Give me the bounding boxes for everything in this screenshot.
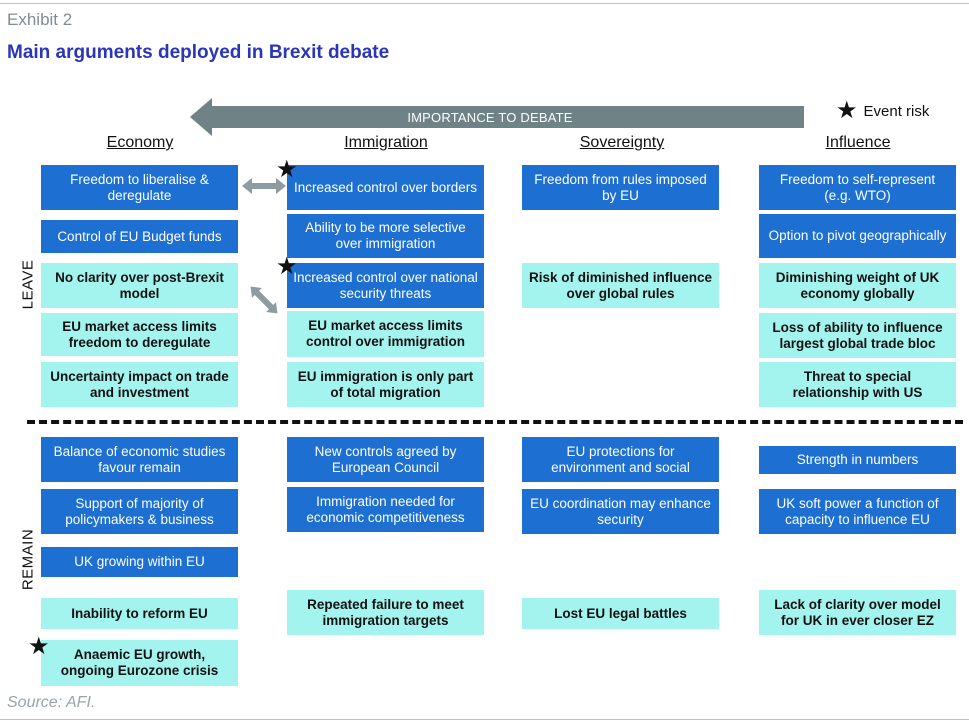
category-economy: Economy [106, 134, 174, 151]
category-immigration: Immigration [344, 134, 428, 151]
immigration-remain-item: Repeated failure to meet immigration tar… [287, 590, 484, 635]
economy-leave-item: Freedom to liberalise & deregulate [41, 165, 238, 210]
event-risk-star-icon: ★ [276, 156, 298, 183]
economy-leave-item: No clarity over post-Brexit model [41, 263, 238, 308]
influence-leave-item: Diminishing weight of UK economy globall… [759, 263, 956, 308]
economy-remain-item: Support of majority of policymakers & bu… [41, 489, 238, 534]
economy-remain-item: UK growing within EU [41, 547, 238, 577]
importance-arrow [190, 98, 804, 136]
influence-leave-item: Freedom to self-represent (e.g. WTO) [759, 165, 956, 210]
star-icon: ★ [836, 97, 858, 124]
influence-remain-item: Strength in numbers [759, 446, 956, 474]
bottom-rule [0, 719, 969, 720]
sovereignty-leave-item: Freedom from rules imposed by EU [522, 165, 719, 210]
link-arrow-icon [250, 286, 278, 314]
event-risk-legend: ★ Event risk [836, 97, 930, 124]
link-arrow-icon [242, 178, 286, 194]
influence-remain-item: Lack of clarity over model for UK in eve… [759, 590, 956, 635]
importance-arrow-label: IMPORTANCE TO DEBATE [407, 110, 573, 125]
sovereignty-remain-item: EU protections for environment and socia… [522, 437, 719, 482]
event-risk-label: Event risk [863, 102, 930, 120]
exhibit-label: Exhibit 2 [7, 10, 73, 29]
economy-remain-item: Inability to reform EU [41, 598, 238, 629]
page-title: Main arguments deployed in Brexit debate [7, 42, 390, 63]
source-note: Source: AFI. [7, 694, 96, 711]
immigration-leave-item: Increased control over national security… [287, 263, 484, 308]
influence-remain-item: UK soft power a function of capacity to … [759, 489, 956, 534]
leave-remain-divider [27, 420, 963, 424]
immigration-leave-item: EU market access limits control over imm… [287, 311, 484, 357]
sovereignty-remain-item: Lost EU legal battles [522, 598, 719, 629]
side-label-remain: REMAIN [19, 528, 37, 591]
immigration-leave-item: Increased control over borders [287, 165, 484, 210]
economy-remain-item: Anaemic EU growth, ongoing Eurozone cris… [41, 640, 238, 686]
economy-leave-item: EU market access limits freedom to dereg… [41, 313, 238, 356]
sovereignty-remain-item: EU coordination may enhance security [522, 489, 719, 534]
economy-remain-item: Balance of economic studies favour remai… [41, 437, 238, 482]
sovereignty-leave-item: Risk of diminished influence over global… [522, 263, 719, 308]
event-risk-star-icon: ★ [28, 633, 50, 660]
category-influence: Influence [825, 134, 891, 151]
immigration-remain-item: Immigration needed for economic competit… [287, 487, 484, 532]
side-label-leave: LEAVE [19, 259, 37, 310]
influence-leave-item: Option to pivot geographically [759, 214, 956, 258]
immigration-remain-item: New controls agreed by European Council [287, 437, 484, 482]
immigration-leave-item: EU immigration is only part of total mig… [287, 362, 484, 407]
economy-leave-item: Control of EU Budget funds [41, 220, 238, 253]
event-risk-star-icon: ★ [276, 253, 298, 280]
top-rule [0, 3, 969, 4]
economy-leave-item: Uncertainty impact on trade and investme… [41, 362, 238, 407]
category-sovereignty: Sovereignty [579, 134, 665, 151]
influence-leave-item: Loss of ability to influence largest glo… [759, 313, 956, 358]
immigration-leave-item: Ability to be more selective over immigr… [287, 214, 484, 258]
influence-leave-item: Threat to special relationship with US [759, 362, 956, 407]
